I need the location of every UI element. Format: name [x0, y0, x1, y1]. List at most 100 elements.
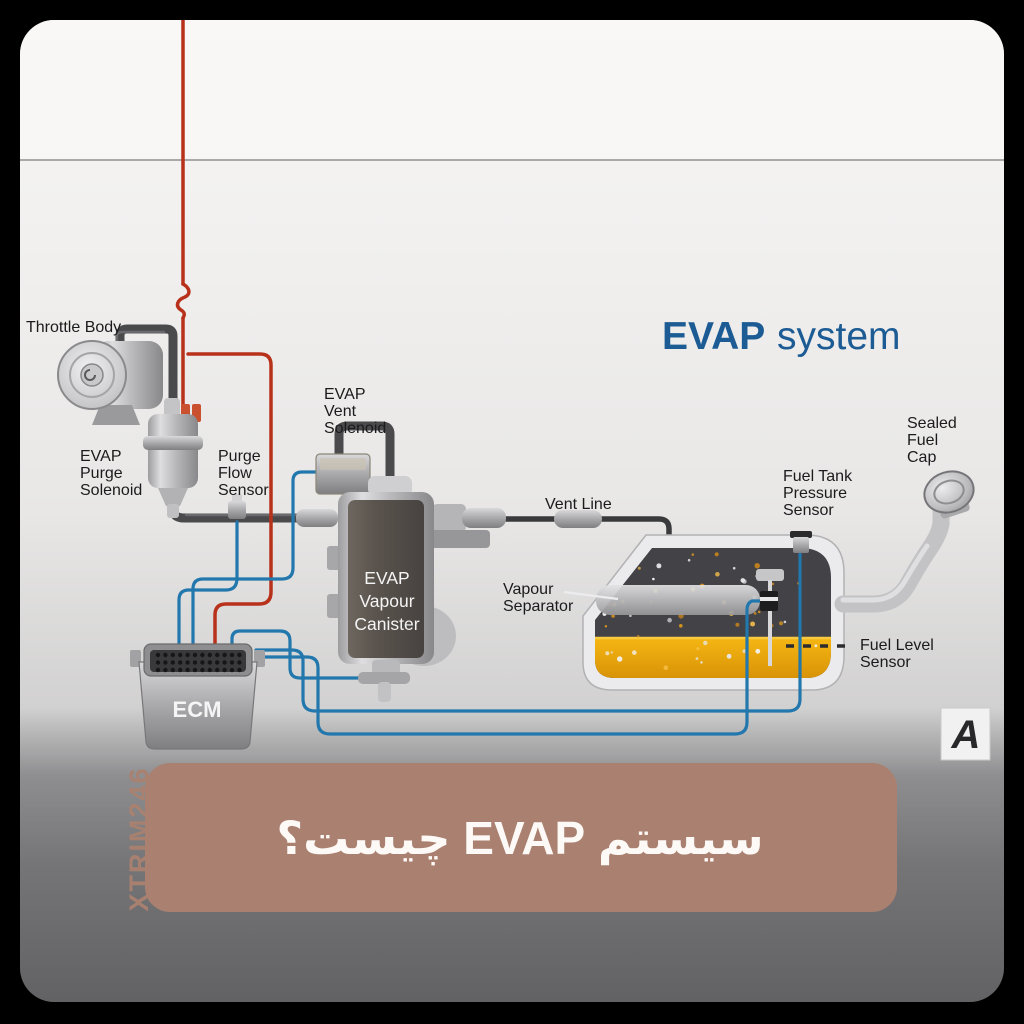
canister-face [348, 500, 424, 658]
solenoid-neck [164, 398, 180, 418]
vapour-particle [771, 582, 775, 586]
label-tank-pressure-1: Fuel Tank [783, 468, 853, 485]
ecm-pin [222, 660, 227, 665]
top-band [20, 20, 1004, 160]
vent-line-coupler-2 [554, 510, 602, 528]
ecm-pin [207, 660, 212, 665]
ecm-pin [163, 652, 168, 658]
watermark-text: XTRIM246 [124, 766, 154, 911]
fuel-tank-pressure-sensor [790, 531, 812, 553]
canister-right-bracket [430, 530, 490, 548]
label-purge-solenoid-1: EVAP [80, 448, 122, 465]
ecm-pin [192, 652, 198, 658]
label-vent-solenoid-2: Vent [324, 403, 357, 420]
filler-neck-tube [834, 497, 950, 613]
label-canister-line1: EVAP [364, 568, 409, 588]
ecm-pin [192, 667, 198, 673]
filler-neck-highlight [840, 543, 930, 603]
label-purge-flow-2: Flow [218, 465, 252, 482]
ecm-pin [163, 667, 168, 673]
ecm-pin [192, 660, 198, 665]
purge-flow-sensor-wire [177, 520, 239, 650]
label-fuel-level-1: Fuel Level [860, 637, 934, 654]
label-canister-line3: Canister [354, 614, 419, 634]
ecm-pin [222, 652, 227, 658]
vapour-particle [652, 577, 655, 581]
level-sensor-stripe [760, 597, 778, 601]
ecm-pin [200, 667, 205, 673]
red-wires [175, 20, 273, 650]
vapour-particle [667, 617, 672, 623]
ecm-pin [163, 660, 168, 665]
purge-flow-sensor-tee [228, 501, 246, 519]
ecm-label: ECM [173, 697, 222, 722]
filler-neck-assembly [834, 470, 975, 613]
ecm-pin [170, 660, 175, 665]
ecm-pin [185, 660, 190, 665]
vapour-particle [679, 624, 683, 628]
label-vent-line: Vent Line [545, 496, 612, 513]
label-sealed-cap-1: Sealed [907, 415, 957, 432]
canister-bottom-tee [358, 672, 410, 684]
label-throttle-body: Throttle Body [26, 319, 121, 336]
corner-logo: A [940, 707, 991, 761]
component-labels: Throttle Body EVAP Purge Solenoid Purge … [26, 319, 957, 671]
label-vent-solenoid-1: EVAP [324, 386, 366, 403]
ecm-pin [185, 667, 190, 673]
ecm-pin [178, 652, 183, 658]
canister-wire [230, 629, 364, 680]
label-tank-pressure-2: Pressure [783, 485, 847, 502]
ecm-pin [222, 667, 227, 673]
ecm-pin [229, 667, 235, 673]
label-vapour-separator-1: Vapour [503, 581, 554, 598]
label-canister-line2: Vapour [359, 591, 414, 611]
vapour-particle [696, 647, 700, 651]
ecm-pin [170, 652, 175, 658]
label-sealed-cap-3: Cap [907, 449, 936, 466]
fuel-liquid [595, 637, 831, 678]
vapour-particle [753, 612, 757, 615]
label-fuel-level-2: Sensor [860, 654, 911, 671]
title-primary: EVAP [662, 315, 765, 358]
solenoid-tip [167, 504, 179, 518]
vapour-particle [656, 563, 662, 569]
evap-vapour-canister: EVAP Vapour Canister [296, 476, 602, 702]
vapour-particle [610, 651, 613, 654]
canister-drain [378, 682, 391, 702]
vapour-particle [754, 563, 760, 569]
vapour-particle [605, 651, 610, 656]
label-purge-solenoid-3: Solenoid [80, 482, 142, 499]
throttle-body-bracket [92, 405, 140, 425]
canister-inlet-coupler [296, 509, 338, 527]
ecm-pin [229, 652, 235, 658]
vapour-particle [691, 553, 695, 556]
level-sensor-bracket [756, 569, 784, 581]
ecm-pin [237, 660, 242, 665]
vent-line-coupler [462, 508, 506, 528]
label-sealed-cap-2: Fuel [907, 432, 938, 449]
vapour-particle [742, 649, 747, 654]
vent-solenoid-pipe [334, 421, 395, 485]
fuel-level-sensor [756, 569, 852, 666]
throttle-body [57, 340, 163, 425]
solenoid-flange [143, 436, 203, 450]
evap-purge-solenoid [143, 398, 203, 518]
vapour-particle [611, 614, 615, 618]
cap-inner-ring [933, 479, 965, 505]
vapour-particle [726, 653, 732, 659]
pipe-highlight [115, 330, 166, 344]
cap-top [923, 470, 975, 514]
pressure-sensor-body [793, 537, 809, 553]
label-purge-flow-3: Sensor [218, 482, 269, 499]
caption-banner-background [145, 763, 897, 912]
throttle-plate [80, 363, 104, 387]
pressure-sensor-cap [790, 531, 812, 538]
vapour-particle [629, 614, 632, 617]
vapour-particle [700, 661, 703, 664]
vapour-particle [732, 566, 736, 570]
solenoid-body [148, 414, 198, 488]
ecm-module: ECM [130, 643, 265, 750]
vapour-particle [750, 621, 756, 627]
ecm-pins [155, 652, 242, 673]
